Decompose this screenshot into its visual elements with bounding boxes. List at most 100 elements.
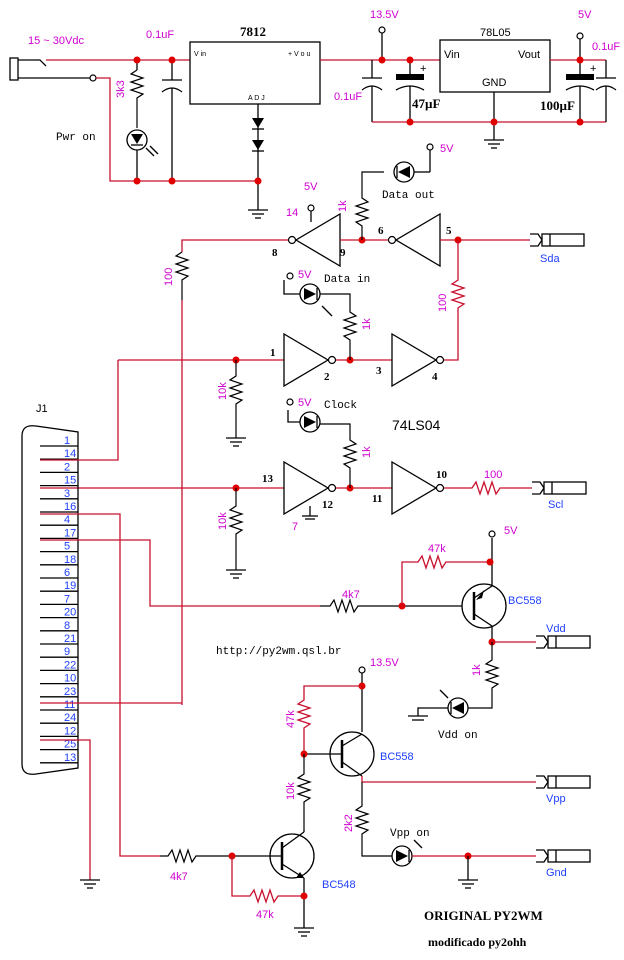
- j1-pin-label: 8: [64, 620, 70, 632]
- vdd-label: Vdd: [546, 623, 566, 635]
- resistor-1k-datain: [320, 293, 358, 360]
- reg1-vin-label: V in: [194, 51, 206, 58]
- reg1-label: 7812: [240, 24, 266, 39]
- j1-pin-label: 13: [64, 752, 76, 764]
- resistor-10k-q2: [296, 754, 312, 830]
- cap2-label: 0.1uF: [592, 41, 620, 53]
- r47k-q1-label: 47k: [428, 543, 446, 555]
- j1-pin-label: 6: [64, 567, 70, 579]
- j1-pin-label: 12: [64, 725, 76, 737]
- sda-label: Sda: [540, 253, 560, 265]
- r100-scl-label: 100: [484, 469, 502, 481]
- resistor-10k-1: [228, 360, 244, 438]
- connector-vpp: [536, 775, 591, 789]
- gnd-label: Gnd: [546, 867, 567, 879]
- q1-label: BC558: [508, 595, 542, 607]
- j1-pin-label: 21: [64, 633, 76, 645]
- db25-connector: [21, 425, 79, 775]
- q2-vcc-label: 13.5V: [370, 657, 399, 669]
- r1k-datain-label: 1k: [361, 318, 373, 330]
- r1k-dataout-label: 1k: [337, 200, 349, 212]
- connector-scl: [532, 481, 587, 495]
- r3k3-label: 3k3: [115, 80, 127, 98]
- vpp-on-label: Vpp on: [390, 828, 430, 840]
- j1-pin-label: 11: [64, 699, 75, 711]
- r47k-q2-label: 47k: [285, 710, 297, 728]
- resistor-10k-2: [228, 488, 244, 570]
- r100-2-label: 100: [437, 294, 449, 312]
- input-voltage-label: 15 ~ 30Vdc: [28, 35, 84, 47]
- j1-pin-label: 24: [64, 712, 76, 724]
- gate-11-10: [391, 460, 438, 516]
- r4k7-q1-label: 4k7: [342, 589, 360, 601]
- pin-3: 3: [376, 365, 382, 377]
- q2-label: BC558: [380, 751, 414, 763]
- regulator-7812: [189, 41, 321, 105]
- j1-pin-label: 2: [64, 461, 70, 473]
- j1-pin-label: 22: [64, 659, 76, 671]
- gate-5-6: [394, 212, 441, 268]
- r4k7-q3-label: 4k7: [170, 871, 188, 883]
- vpp-label: Vpp: [546, 793, 566, 805]
- reg2-vin-label: Vin: [444, 49, 460, 61]
- resistor-2k2: [354, 782, 392, 857]
- j1-pin-label: 5: [64, 541, 70, 553]
- cap100-label: 100µF: [540, 98, 575, 113]
- pin-13: 13: [262, 473, 274, 485]
- gate-3-4: [391, 332, 438, 388]
- svg-text:+: +: [420, 63, 426, 75]
- gate-9-8: [294, 212, 341, 268]
- r10k-q2-label: 10k: [285, 782, 297, 800]
- r47k-q3-label: 47k: [256, 909, 274, 921]
- rail-13v5-label: 13.5V: [370, 9, 399, 21]
- cap3-label: 0.1uF: [334, 91, 362, 103]
- q3-label: BC548: [322, 879, 356, 891]
- gate-13-12: [283, 460, 330, 516]
- vdd-on-label: Vdd on: [438, 730, 478, 742]
- j1-label: J1: [36, 403, 48, 415]
- r1k-vdd-label: 1k: [471, 664, 483, 676]
- rail-5v-label: 5V: [578, 9, 592, 21]
- pwr-on-label: Pwr on: [56, 132, 96, 144]
- reg1-vout-label: + V o u: [288, 51, 310, 58]
- resistor-3k3: [129, 69, 145, 128]
- scl-label: Scl: [548, 499, 563, 511]
- r10k-2-label: 10k: [217, 512, 229, 530]
- reg2-gnd-label: GND: [482, 77, 507, 89]
- datain-vcc-label: 5V: [298, 269, 312, 281]
- connector-vdd: [536, 635, 591, 649]
- j1-pins: 1142153164175186197208219221023112412251…: [40, 435, 78, 764]
- cap1-label: 0.1uF: [146, 29, 174, 41]
- reg2-vout-label: Vout: [518, 49, 540, 61]
- pin14-label: 14: [286, 207, 298, 219]
- pin-5: 5: [446, 225, 452, 237]
- reg1-adj-label: A D J: [248, 95, 265, 102]
- pin-6: 6: [378, 225, 384, 237]
- q1-vcc-label: 5V: [504, 525, 518, 537]
- pin-9: 9: [340, 247, 346, 259]
- dc-jack: [9, 57, 47, 81]
- dataout-vcc-label: 5V: [440, 143, 454, 155]
- j1-pin-label: 10: [64, 673, 76, 685]
- clock-label: Clock: [324, 400, 357, 412]
- gate-1-2: [283, 332, 330, 388]
- credit-modified: modificado py2ohh: [428, 935, 527, 949]
- url-label: http://py2wm.qsl.br: [216, 646, 341, 658]
- pin-12: 12: [322, 499, 334, 511]
- reg2-label: 78L05: [480, 27, 511, 39]
- j1-pin-label: 20: [64, 607, 76, 619]
- r10k-1-label: 10k: [217, 382, 229, 400]
- resistor-1k-vdd: [468, 642, 500, 709]
- regulator-78l05: [439, 39, 551, 93]
- pin7-label: 7: [292, 521, 298, 533]
- j1-pin-label: 23: [64, 686, 76, 698]
- j1-pin-label: 3: [64, 488, 70, 500]
- j1-pin-label: 19: [64, 580, 76, 592]
- cap47-label: 47µF: [412, 96, 440, 111]
- clock-vcc-label: 5V: [298, 397, 312, 409]
- pin-2: 2: [324, 371, 330, 383]
- j1-pin-label: 14: [64, 448, 76, 460]
- pin-1: 1: [270, 347, 276, 359]
- j1-pin-label: 25: [64, 739, 76, 751]
